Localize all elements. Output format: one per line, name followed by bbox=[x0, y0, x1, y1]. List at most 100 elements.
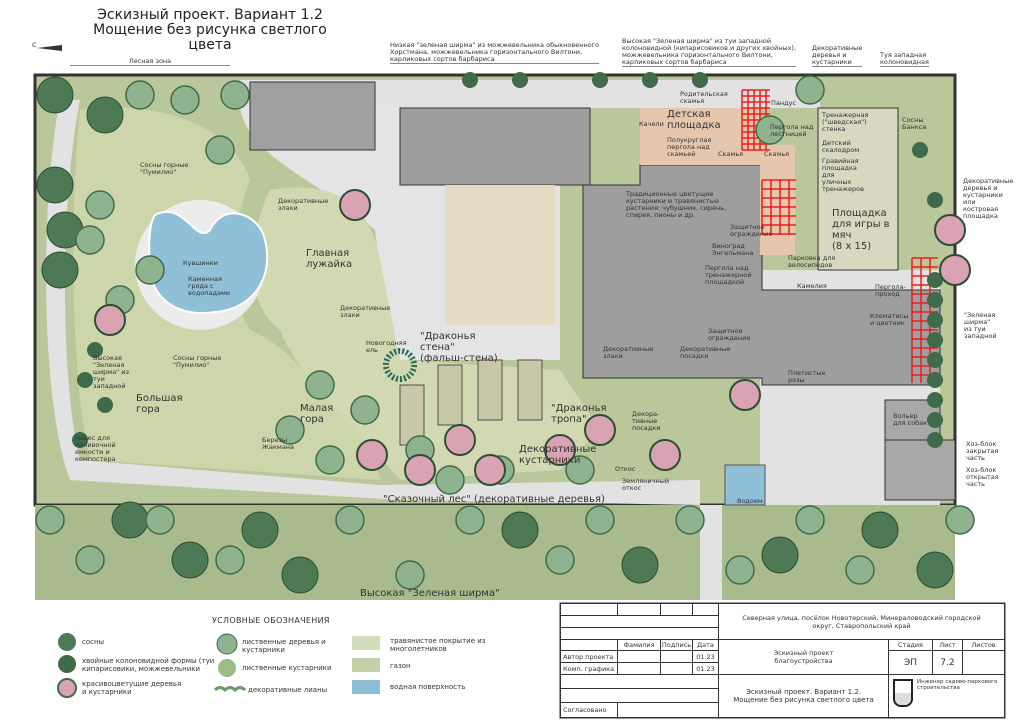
label-high-screen-bottom: Высокая "Зеленая ширма" bbox=[360, 588, 500, 599]
dragon-wall-panel bbox=[437, 364, 463, 426]
note-decor-trees: Декоративные деревья и кустарники bbox=[812, 44, 863, 67]
label-banks-pines: Сосны Банкса bbox=[902, 116, 927, 131]
legend-shrub-icon bbox=[218, 659, 236, 677]
pine-tree-icon bbox=[916, 551, 954, 589]
blooming-tree-icon bbox=[649, 439, 681, 471]
tb-stage: ЭП bbox=[888, 650, 933, 675]
blooming-tree-icon bbox=[94, 304, 126, 336]
label-fairy-forest: "Сказочный лес" (декоративные деревья) bbox=[383, 494, 605, 505]
tb-project: Эскизный проект благоустройства bbox=[718, 639, 889, 675]
conifer-icon bbox=[642, 72, 658, 88]
pine-tree-icon bbox=[761, 536, 799, 574]
label-grape: Виноград Энгельмана bbox=[712, 242, 754, 257]
deciduous-tree-icon bbox=[585, 505, 615, 535]
blooming-tree-icon bbox=[339, 189, 371, 221]
dragon-wall-panel bbox=[517, 359, 543, 421]
deciduous-tree-icon bbox=[545, 545, 575, 575]
deciduous-tree-icon bbox=[395, 560, 425, 590]
shed bbox=[884, 439, 956, 501]
deciduous-tree-icon bbox=[845, 555, 875, 585]
conifer-icon bbox=[927, 392, 943, 408]
label-camellia: Камелия bbox=[797, 282, 827, 290]
deciduous-tree-icon bbox=[75, 225, 105, 255]
label-ramp: Пандус bbox=[771, 99, 797, 107]
tb-cell bbox=[617, 702, 719, 718]
conifer-icon bbox=[97, 397, 113, 413]
legend-title: УСЛОВНЫЕ ОБОЗНАЧЕНИЯ bbox=[212, 616, 330, 625]
label-water-lilies: Кувшинки bbox=[183, 259, 218, 267]
deciduous-tree-icon bbox=[315, 445, 345, 475]
label-gym-pergola: Пергола над тренажерной площадкой bbox=[705, 264, 752, 286]
tb-sheet: 7.2 bbox=[932, 650, 963, 675]
deciduous-tree-icon bbox=[145, 505, 175, 535]
label-climbing-roses: Плетистые розы bbox=[788, 369, 826, 384]
label-fence-2: Защитное ограждение bbox=[708, 327, 751, 342]
pergolas bbox=[741, 89, 938, 383]
pine-tree-icon bbox=[621, 546, 659, 584]
pine-tree-icon bbox=[281, 556, 319, 594]
tb-cell bbox=[560, 688, 719, 703]
legend-item: сосны bbox=[82, 638, 105, 646]
legend-item: лиственные деревья и кустарники bbox=[242, 638, 326, 654]
legend-conifer-icon bbox=[58, 655, 76, 673]
label-bike-parking: Парковка для велосипедов bbox=[788, 254, 836, 269]
pine-tree-icon bbox=[111, 501, 149, 539]
house bbox=[582, 164, 941, 386]
label-dragon-path: "Драконья тропа" bbox=[551, 403, 607, 425]
label-decor-grass-2: Декоративные злаки bbox=[340, 304, 391, 319]
spruce-icon bbox=[383, 348, 417, 382]
label-small-hill: Малая гора bbox=[300, 403, 334, 425]
deciduous-tree-icon bbox=[455, 505, 485, 535]
pine-tree-icon bbox=[501, 511, 539, 549]
deciduous-tree-icon bbox=[215, 545, 245, 575]
garage bbox=[249, 81, 376, 151]
legend-lawn-swatch bbox=[352, 658, 380, 672]
pine-tree-icon bbox=[36, 166, 74, 204]
conifer-icon bbox=[927, 332, 943, 348]
deciduous-tree-icon bbox=[305, 370, 335, 400]
note-forest-zone: Лесная зона bbox=[70, 58, 230, 66]
terrace bbox=[445, 185, 555, 325]
label-decor-or-fire: Декоративные деревья и кустарники или ко… bbox=[963, 177, 1014, 220]
label-high-screen-left: Высокая "Зеленая ширма" из туи западной bbox=[93, 354, 129, 390]
blooming-tree-icon bbox=[584, 414, 616, 446]
dragon-wall-panel bbox=[477, 359, 503, 421]
label-main-lawn: Главная лужайка bbox=[306, 248, 353, 270]
blooming-tree-icon bbox=[444, 424, 476, 456]
label-climbing-wall: Детский скалодром bbox=[822, 139, 860, 154]
entry-path bbox=[700, 505, 722, 600]
conifer-icon bbox=[912, 142, 928, 158]
blooming-tree-icon bbox=[729, 379, 761, 411]
deciduous-tree-icon bbox=[675, 505, 705, 535]
conifer-icon bbox=[692, 72, 708, 88]
north-label: С bbox=[32, 41, 37, 49]
label-ball-court: Площадка для игры в мяч (8 x 15) bbox=[832, 208, 890, 252]
tb-approved: Согласовано bbox=[560, 702, 618, 718]
pine-tree-icon bbox=[41, 251, 79, 289]
conifer-icon bbox=[927, 352, 943, 368]
pine-tree-icon bbox=[36, 76, 74, 114]
label-playground: Детская площадка bbox=[667, 109, 721, 131]
deciduous-tree-icon bbox=[945, 505, 975, 535]
conifer-icon bbox=[512, 72, 528, 88]
legend-item: декоративные лианы bbox=[248, 686, 328, 694]
legend-pine-icon bbox=[58, 633, 76, 651]
legend-item: газон bbox=[390, 662, 411, 670]
label-pond-small: Водоем bbox=[737, 497, 763, 505]
legend-deciduous-icon bbox=[216, 633, 238, 655]
north-arrow-icon bbox=[37, 45, 62, 51]
tb-cell bbox=[560, 674, 719, 689]
label-stair-pergola: Пергола над лестницей bbox=[770, 123, 814, 138]
blooming-tree-icon bbox=[404, 454, 436, 486]
playground-area bbox=[640, 108, 760, 165]
deciduous-tree-icon bbox=[125, 80, 155, 110]
label-pines-pumilio-1: Сосны горные "Пумилио" bbox=[140, 161, 189, 176]
label-stone-ridge: Каменная гряда с водопадами bbox=[188, 275, 231, 297]
deciduous-tree-icon bbox=[205, 135, 235, 165]
label-fence-1: Защитное ограждение bbox=[730, 223, 773, 238]
deciduous-tree-icon bbox=[220, 80, 250, 110]
pine-tree-icon bbox=[86, 96, 124, 134]
label-semi-pergola: Полукруглая пергола над скамьей bbox=[667, 136, 712, 158]
label-strawberry-slope: Земляничный откос bbox=[622, 477, 670, 492]
